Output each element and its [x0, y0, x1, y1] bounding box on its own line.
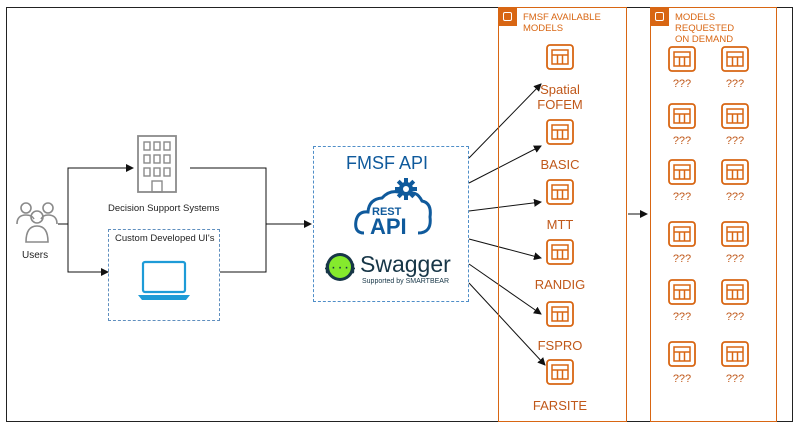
requested-model-label: ???: [672, 191, 692, 203]
model-grid-icon: [668, 341, 696, 367]
api-box: [313, 146, 469, 302]
model-grid-icon: [721, 341, 749, 367]
requested-model-label: ???: [672, 373, 692, 385]
requested-model-tile: [667, 220, 697, 248]
requested-model-label: ???: [725, 135, 745, 147]
requested-model-label: ???: [725, 191, 745, 203]
available-models-title: FMSF AVAILABLE MODELS: [523, 12, 601, 34]
users-icon: [16, 202, 58, 243]
requested-model-tile: [720, 278, 750, 306]
model-grid-icon: [721, 159, 749, 185]
connector-api-mtt: [468, 198, 542, 212]
model-grid-icon: [546, 301, 574, 327]
requested-models-title: MODELS REQUESTED ON DEMAND: [675, 12, 735, 45]
model-grid-icon: [546, 359, 574, 385]
model-label: Spatial FOFEM: [537, 82, 583, 112]
gear-icon: [395, 178, 417, 200]
requested-model-label: ???: [725, 253, 745, 265]
requested-model-tile: [720, 158, 750, 186]
model-grid-icon: [546, 44, 574, 70]
model-grid-icon: [546, 239, 574, 265]
model-tile: [545, 43, 575, 71]
model-label: RANDIG: [534, 277, 586, 292]
api-word: API: [370, 214, 407, 239]
model-label: BASIC: [540, 157, 580, 172]
model-tile: [545, 358, 575, 386]
custom-ui-box: [108, 229, 220, 321]
model-tile: [545, 300, 575, 328]
model-label: FSPRO: [537, 338, 583, 353]
svg-text:{···}: {···}: [325, 263, 355, 275]
requested-model-label: ???: [725, 373, 745, 385]
requested-model-tile: [720, 220, 750, 248]
requested-model-label: ???: [725, 78, 745, 90]
users-label: Users: [22, 250, 49, 261]
diagram-frame: [6, 7, 793, 422]
api-title: FMSF API: [346, 153, 429, 173]
decision-support-label: Decision Support Systems: [108, 203, 220, 214]
requested-model-label: ???: [672, 78, 692, 90]
connector-users-dss: [58, 164, 134, 225]
model-grid-icon: [721, 103, 749, 129]
model-grid-icon: [668, 279, 696, 305]
requested-model-tile: [720, 102, 750, 130]
model-label: FARSITE: [532, 398, 588, 413]
model-grid-icon: [668, 103, 696, 129]
model-grid-icon: [546, 179, 574, 205]
model-grid-icon: [668, 221, 696, 247]
rest-word: REST: [372, 206, 402, 218]
swagger-logo-icon: {···}: [325, 253, 355, 281]
model-grid-icon: [668, 46, 696, 72]
laptop-icon: [138, 260, 190, 300]
model-grid-icon: [721, 221, 749, 247]
model-grid-icon: [546, 119, 574, 145]
connector-users-ui: [58, 223, 109, 276]
group-icon: [499, 8, 517, 26]
swagger-tagline: Supported by SMARTBEAR: [362, 278, 450, 285]
requested-model-tile: [667, 45, 697, 73]
requested-model-label: ???: [672, 135, 692, 147]
swagger-wordmark: Swagger: [360, 251, 451, 277]
requested-model-tile: [667, 278, 697, 306]
requested-model-tile: [667, 102, 697, 130]
model-grid-icon: [668, 159, 696, 185]
model-label: MTT: [546, 217, 574, 232]
connector-api-fspro: [468, 263, 542, 315]
building-icon: [137, 135, 177, 193]
requested-model-tile: [667, 340, 697, 368]
requested-model-label: ???: [672, 311, 692, 323]
model-tile: [545, 238, 575, 266]
available-models-group: FMSF AVAILABLE MODELS: [498, 7, 627, 422]
model-grid-icon: [721, 279, 749, 305]
connector-api-farsite: [468, 282, 546, 366]
model-tile: [545, 118, 575, 146]
model-grid-icon: [721, 46, 749, 72]
connector-api-randig: [468, 238, 542, 261]
requested-model-tile: [667, 158, 697, 186]
model-tile: [545, 178, 575, 206]
connector-ui-api: [220, 224, 267, 273]
connector-api-spatial-fofem: [468, 83, 542, 159]
connector-api-basic: [468, 145, 542, 184]
group-icon: [651, 8, 669, 26]
rest-api-cloud-icon: [354, 178, 432, 235]
requested-model-label: ???: [725, 311, 745, 323]
requested-models-group: MODELS REQUESTED ON DEMAND: [650, 7, 777, 422]
requested-model-tile: [720, 340, 750, 368]
connector-dss-api: [190, 167, 312, 228]
requested-model-tile: [720, 45, 750, 73]
custom-ui-label: Custom Developed UI's: [115, 233, 215, 244]
requested-model-label: ???: [672, 253, 692, 265]
